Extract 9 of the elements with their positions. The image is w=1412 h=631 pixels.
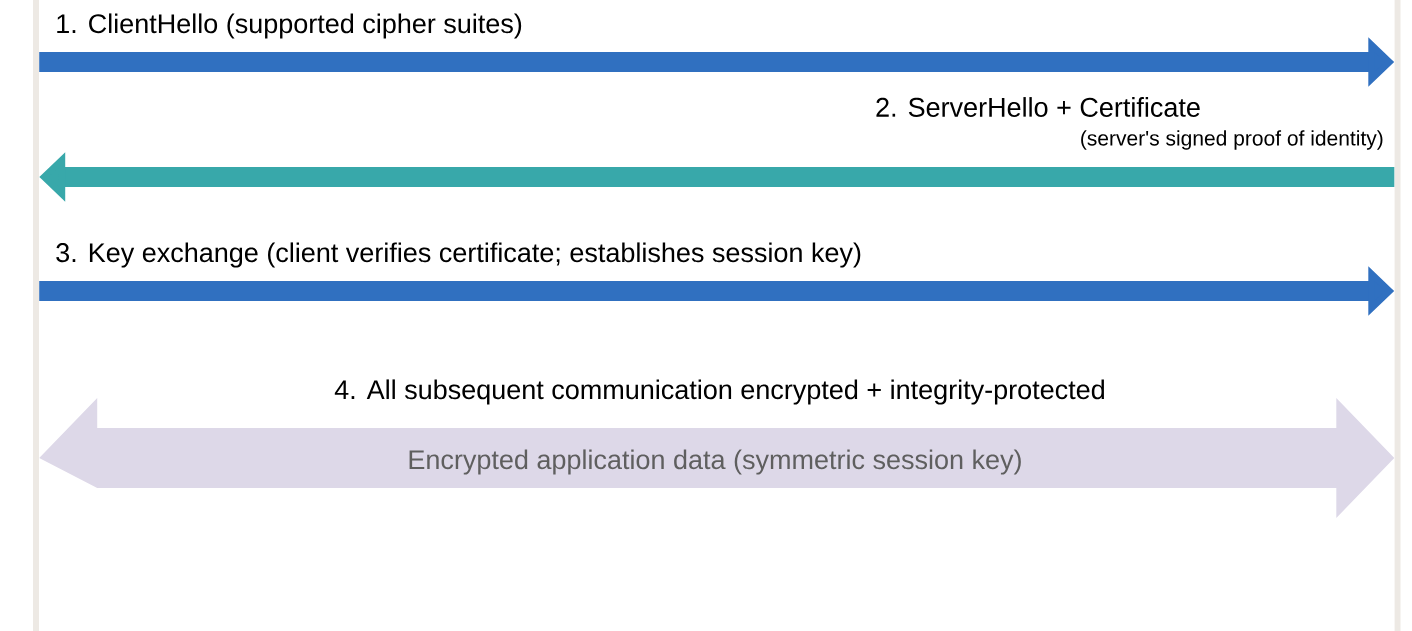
arrow-caption: Encrypted application data (symmetric session key) (409, 449, 1021, 475)
double-arrow (39, 398, 1395, 518)
edge-label: 4. All subsequent communication encrypted + integrity-protected (334, 379, 1104, 405)
lifeline-bar (33, 0, 39, 631)
note-text: (server's signed proof of identity) (1081, 130, 1383, 150)
lifeline-bar (1394, 0, 1401, 631)
edge-label: 1. ClientHello (supported cipher suites) (57, 13, 522, 39)
edge-label: 2. ServerHello + Certificate (876, 97, 1200, 117)
edge-label: 3. Key exchange (client verifies certificate; establishes session key) (56, 242, 861, 268)
